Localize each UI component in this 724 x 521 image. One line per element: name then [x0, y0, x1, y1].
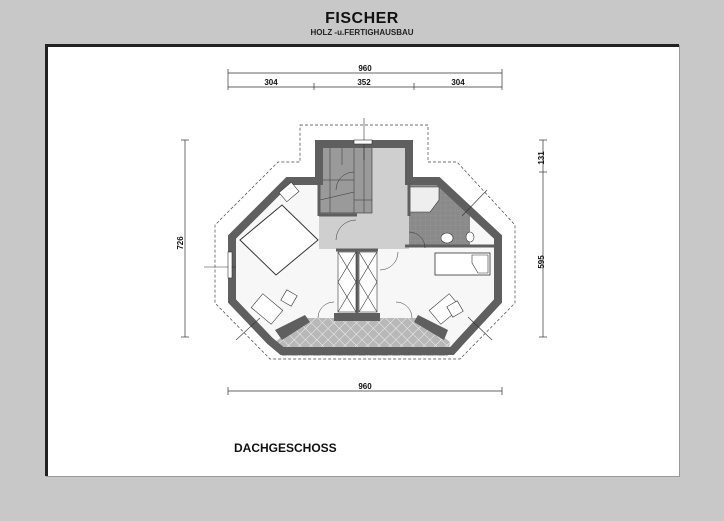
floor-title: DACHGESCHOSS: [234, 441, 337, 455]
toilet: [465, 231, 475, 243]
dim-top-segment-2: 352: [357, 78, 371, 87]
desk-right: [428, 293, 462, 325]
roof-outline: [214, 124, 516, 360]
interior-walls: [317, 181, 498, 318]
wardrobe: [337, 251, 378, 313]
exterior-wall: [228, 140, 502, 355]
wall-terrace-left: [275, 315, 310, 340]
terrace: [275, 318, 450, 356]
washbasin: [440, 232, 454, 244]
brand-name: FISCHER: [325, 10, 399, 27]
chair-right: [446, 300, 464, 318]
brand-subtitle: HOLZ -u.FERTIGHAUSBAU: [310, 28, 414, 37]
dimension-lines: [181, 69, 547, 395]
dim-right-lower: 595: [537, 255, 546, 269]
wall-terrace-right: [414, 315, 448, 340]
desk-left: [250, 293, 284, 325]
pillow: [471, 254, 489, 274]
door-swings: [317, 219, 426, 319]
chair-left: [280, 289, 298, 307]
dim-top-total: 960: [358, 64, 372, 73]
dim-bottom-total: 960: [358, 382, 372, 391]
window-markers: [204, 118, 493, 341]
nightstand: [278, 181, 300, 203]
double-bed: [239, 204, 319, 276]
dim-top-segment-1: 304: [264, 78, 278, 87]
dim-top-segment-3: 304: [451, 78, 465, 87]
dim-right-upper: 131: [537, 151, 546, 165]
dim-left-total: 726: [176, 236, 185, 250]
wall-segment-bottom: [334, 313, 380, 321]
